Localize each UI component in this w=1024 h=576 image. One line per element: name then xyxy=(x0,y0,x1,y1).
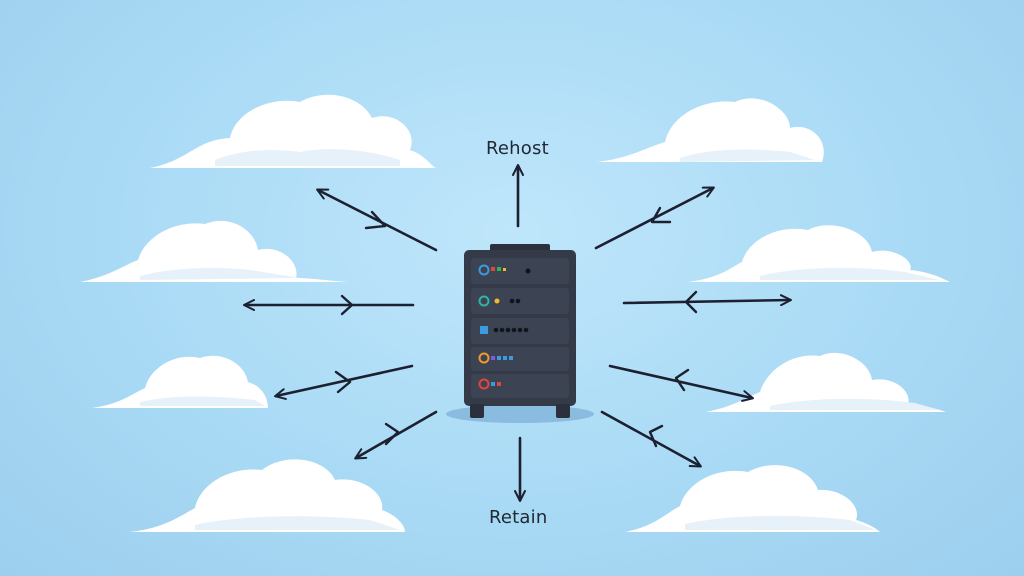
arrow-icon xyxy=(600,410,702,468)
server-status-lights xyxy=(478,264,531,390)
arrow-chevron xyxy=(648,424,664,448)
arrow-chevron xyxy=(364,210,387,230)
label-rehost: Rehost xyxy=(486,138,549,159)
arrow-chevron xyxy=(334,370,352,394)
cloud-icon xyxy=(80,220,348,282)
label-retain: Retain xyxy=(489,507,548,528)
cloud-icon xyxy=(130,459,405,532)
clouds-group xyxy=(80,94,950,532)
arrow-chevron xyxy=(650,206,672,224)
cloud-icon xyxy=(625,465,880,532)
arrow-chevron xyxy=(674,368,690,392)
cloud-icon xyxy=(597,98,824,162)
arrows-group xyxy=(243,164,792,502)
arrow-chevron xyxy=(340,294,354,316)
cloud-icon xyxy=(706,352,946,412)
arrow-icon xyxy=(316,188,438,252)
cloud-icon xyxy=(688,225,950,282)
arrow-chevron xyxy=(384,422,400,446)
arrow-icon xyxy=(608,364,754,402)
server-rack-icon xyxy=(446,244,594,423)
cloud-icon xyxy=(150,94,436,168)
server-shadow xyxy=(446,405,594,423)
arrow-icon xyxy=(274,364,414,400)
cloud-icon xyxy=(92,355,268,408)
arrow-icon xyxy=(622,294,792,307)
arrow-chevron xyxy=(684,290,698,314)
